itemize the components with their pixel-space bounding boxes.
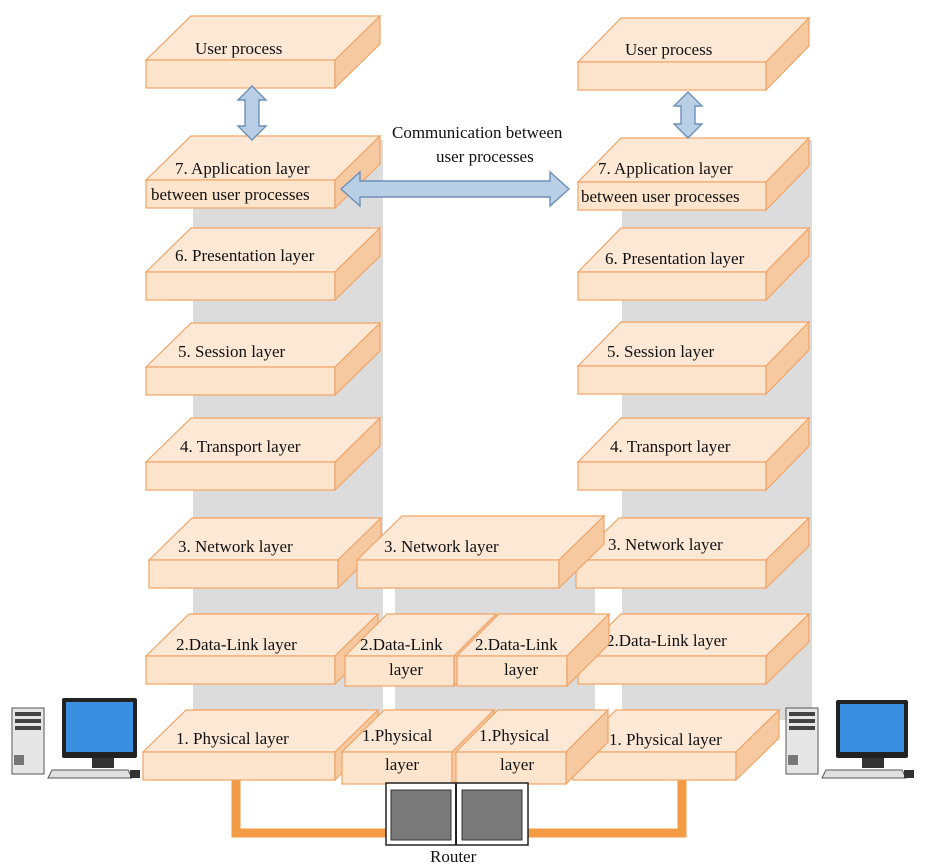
- computer-icon: [11, 698, 140, 779]
- router-physical-left-label-2: layer: [385, 755, 419, 774]
- left-user-process-label: User process: [195, 39, 282, 58]
- horizontal-double-arrow: [339, 170, 571, 208]
- right-network-layer-box: 3. Network layer: [574, 516, 811, 590]
- left-datalink-layer-label: 2.Data-Link layer: [176, 635, 297, 654]
- right-application-layer-label-1: 7. Application layer: [598, 159, 733, 178]
- right-vertical-double-arrow: [672, 91, 704, 139]
- right-presentation-layer-box: 6. Presentation layer: [576, 226, 811, 302]
- right-transport-layer-label: 4. Transport layer: [610, 437, 731, 456]
- communication-label-1: Communication between: [392, 123, 563, 142]
- left-network-layer-label: 3. Network layer: [178, 537, 293, 556]
- left-network-layer-box: 3. Network layer: [147, 516, 383, 590]
- communication-label-2: user processes: [436, 147, 534, 166]
- right-session-layer-box: 5. Session layer: [576, 320, 811, 396]
- router-datalink-left-label-2: layer: [389, 660, 423, 679]
- right-network-layer-label: 3. Network layer: [608, 535, 723, 554]
- router-physical-right-box: 1.Physical layer: [454, 708, 610, 786]
- right-application-layer-box: 7. Application layer between user proces…: [576, 136, 811, 212]
- network-cable-left: [231, 778, 392, 838]
- right-datalink-layer-label: 2.Data-Link layer: [606, 631, 727, 650]
- left-presentation-layer-label: 6. Presentation layer: [175, 246, 315, 265]
- router-label: Router: [430, 847, 477, 866]
- router-datalink-left-box: 2.Data-Link layer: [343, 612, 498, 688]
- right-user-process-box: User process: [576, 16, 811, 92]
- computer-icon: [785, 700, 914, 779]
- left-transport-layer-box: 4. Transport layer: [144, 416, 382, 492]
- network-cable-right: [526, 778, 687, 838]
- left-transport-layer-label: 4. Transport layer: [180, 437, 301, 456]
- left-session-layer-label: 5. Session layer: [178, 342, 286, 361]
- left-user-process-box: User process: [144, 14, 382, 90]
- right-transport-layer-box: 4. Transport layer: [576, 416, 811, 492]
- right-datalink-layer-box: 2.Data-Link layer: [576, 612, 811, 686]
- router-datalink-right-box: 2.Data-Link layer: [455, 612, 611, 688]
- right-application-layer-label-2: between user processes: [581, 187, 740, 206]
- router-physical-left-label-1: 1.Physical: [362, 726, 433, 745]
- left-datalink-layer-box: 2.Data-Link layer: [144, 612, 380, 686]
- right-session-layer-label: 5. Session layer: [607, 342, 715, 361]
- right-physical-layer-box: 1. Physical layer: [571, 708, 781, 782]
- router-network-layer-box: 3. Network layer: [355, 514, 606, 590]
- router-datalink-right-label-2: layer: [504, 660, 538, 679]
- left-vertical-double-arrow: [236, 85, 268, 141]
- left-presentation-layer-box: 6. Presentation layer: [144, 226, 382, 302]
- right-physical-layer-label: 1. Physical layer: [609, 730, 722, 749]
- router-physical-right-label-2: layer: [500, 755, 534, 774]
- router-datalink-right-label-1: 2.Data-Link: [475, 635, 558, 654]
- left-session-layer-box: 5. Session layer: [144, 321, 382, 397]
- right-user-process-label: User process: [625, 40, 712, 59]
- router-network-layer-label: 3. Network layer: [384, 537, 499, 556]
- left-application-layer-label-1: 7. Application layer: [175, 159, 310, 178]
- left-physical-layer-label: 1. Physical layer: [176, 729, 289, 748]
- right-presentation-layer-label: 6. Presentation layer: [605, 249, 745, 268]
- router-datalink-left-label-1: 2.Data-Link: [360, 635, 443, 654]
- left-application-layer-label-2: between user processes: [151, 185, 310, 204]
- router-physical-right-label-1: 1.Physical: [479, 726, 550, 745]
- router-icon: [385, 782, 529, 846]
- left-application-layer-box: 7. Application layer between user proces…: [144, 134, 382, 210]
